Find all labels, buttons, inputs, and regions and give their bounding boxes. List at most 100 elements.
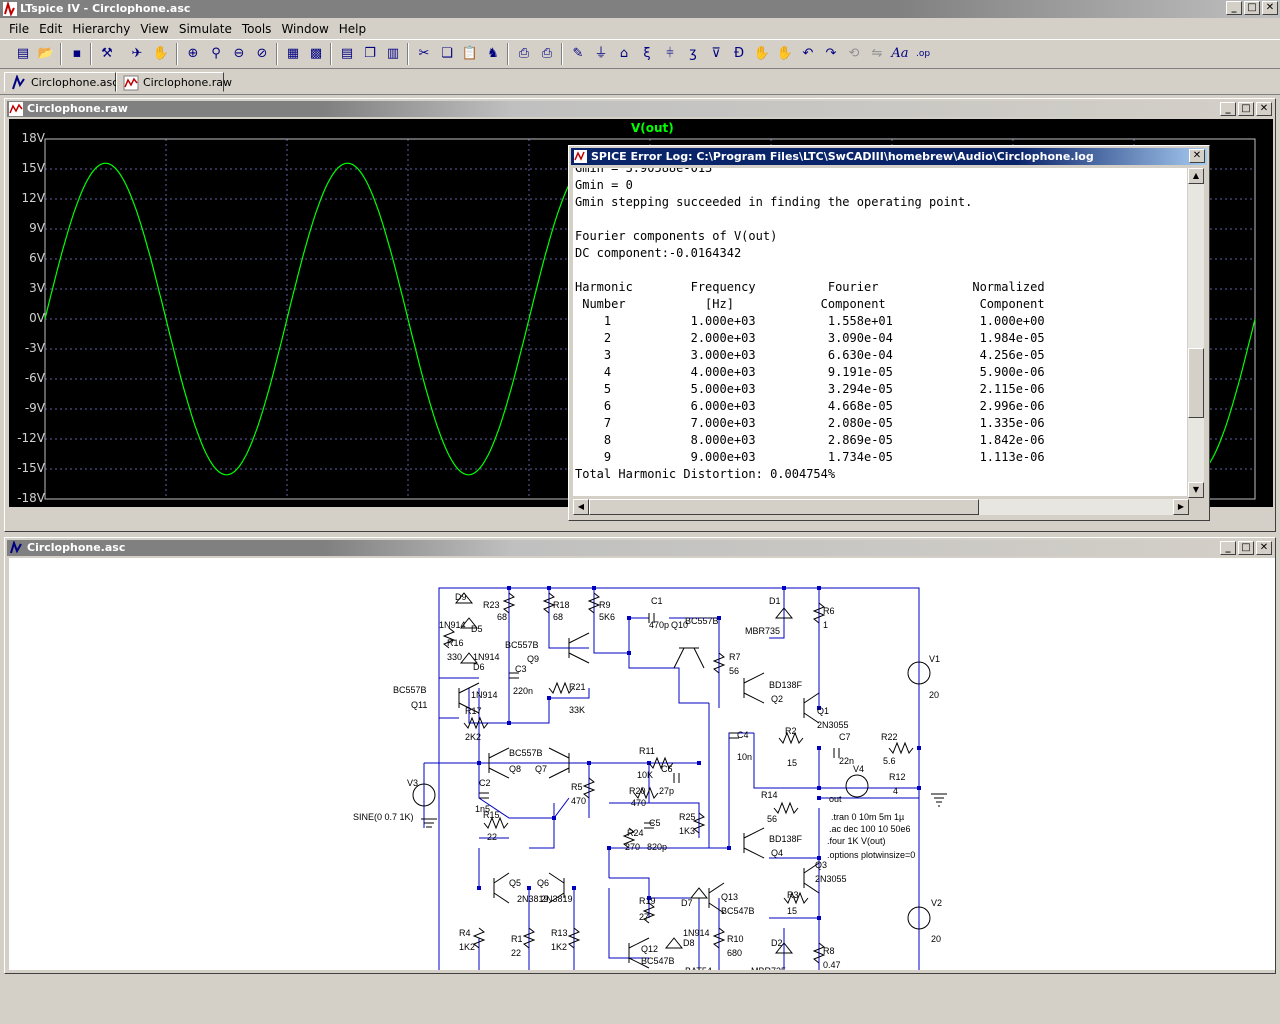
menu-edit[interactable]: Edit	[39, 21, 63, 36]
menu-help[interactable]: Help	[338, 21, 367, 36]
minimize-button[interactable]: _	[1226, 1, 1242, 15]
schematic-maximize-button[interactable]: □	[1238, 541, 1254, 555]
menu-tools[interactable]: Tools	[241, 21, 272, 36]
redo-icon[interactable]: ↷	[825, 46, 837, 61]
ltspice-logo-icon	[3, 2, 17, 16]
waveform-icon	[9, 102, 23, 116]
scroll-left-arrow-icon[interactable]: ◀	[573, 499, 589, 515]
waveform-minimize-button[interactable]: _	[1220, 102, 1236, 116]
schematic-label: out	[829, 794, 842, 804]
run-icon[interactable]: ✈	[131, 46, 143, 61]
schematic-label: 68	[497, 612, 507, 622]
schematic-label: R11	[639, 746, 655, 756]
schematic-label: 10n	[737, 752, 752, 762]
schematic-label: 1N914	[471, 690, 498, 700]
mirror-icon[interactable]: ⇋	[871, 46, 883, 61]
horizontal-scroll-thumb[interactable]	[589, 499, 979, 515]
move-icon[interactable]: ✋	[753, 46, 771, 61]
open-icon[interactable]: 📂	[37, 46, 55, 61]
schematic-window-title: Circlophone.asc	[27, 541, 126, 554]
schematic-label: Q11	[411, 700, 427, 710]
capacitor-icon[interactable]: ⫩	[666, 46, 674, 61]
resistor-icon[interactable]: ξ	[643, 46, 651, 61]
copy-icon[interactable]: ❏	[441, 46, 453, 61]
print-icon[interactable]: ⎙	[541, 46, 553, 61]
schematic-label: 2N3819	[517, 894, 549, 904]
vertical-scroll-thumb[interactable]	[1188, 348, 1204, 418]
menu-window[interactable]: Window	[281, 21, 329, 36]
schematic-label: BC557B	[393, 685, 427, 695]
halt-icon[interactable]: ✋	[152, 46, 170, 61]
inductor-icon[interactable]: ʒ	[689, 46, 697, 61]
zoom-out-icon[interactable]: ⊖	[233, 46, 245, 61]
trace-label[interactable]: V(out)	[631, 121, 674, 135]
maximize-button[interactable]: □	[1244, 1, 1260, 15]
scroll-down-arrow-icon[interactable]: ▼	[1188, 482, 1204, 498]
waveform-window-title-bar: Circlophone.raw _ □ ✕	[7, 101, 1273, 117]
schematic-label: R23	[483, 600, 500, 610]
pan-icon[interactable]: ⚲	[211, 46, 221, 61]
schematic-label: V4	[853, 764, 864, 774]
wire-icon[interactable]: ✎	[572, 46, 584, 61]
component-icon[interactable]: Ð	[733, 46, 745, 61]
zoom-in-icon[interactable]: ⊕	[187, 46, 199, 61]
schematic-label: 22	[511, 948, 521, 958]
schematic-label: 27p	[659, 786, 674, 796]
close-button[interactable]: ✕	[1262, 1, 1278, 15]
waveform-maximize-button[interactable]: □	[1238, 102, 1254, 116]
waveform-close-button[interactable]: ✕	[1256, 102, 1272, 116]
schematic-label: C7	[839, 732, 851, 742]
error-log-close-button[interactable]: ✕	[1189, 149, 1205, 163]
y-tick-label: 9V	[29, 221, 45, 235]
paste-icon[interactable]: 📋	[461, 46, 479, 61]
schematic-label: 2N3055	[815, 874, 847, 884]
menu-hierarchy[interactable]: Hierarchy	[72, 21, 131, 36]
find-icon[interactable]: ♞	[487, 46, 499, 61]
error-log-horizontal-scrollbar[interactable]: ◀ ▶	[573, 499, 1189, 515]
undo-icon[interactable]: ↶	[802, 46, 814, 61]
error-log-text-area[interactable]: Gmin = 3.90588e-013 Gmin = 0 Gmin steppi…	[573, 168, 1187, 496]
schematic-close-button[interactable]: ✕	[1256, 541, 1272, 555]
print-setup-icon[interactable]: ⎙	[518, 46, 530, 61]
schematic-label: 470	[571, 796, 586, 806]
schematic-label: 22	[487, 832, 497, 842]
cut-icon[interactable]: ✂	[418, 46, 430, 61]
waveform-window-title: Circlophone.raw	[27, 102, 128, 115]
zoom-full-icon[interactable]: ⊘	[256, 46, 268, 61]
schematic-label: C1	[651, 596, 663, 606]
ground-icon[interactable]: ⏚	[594, 46, 608, 61]
tab-waveform[interactable]: Circlophone.raw	[116, 72, 232, 92]
spice-directive-icon[interactable]: .op	[915, 49, 931, 59]
autorange-icon[interactable]: ▦	[286, 46, 300, 61]
diode-icon[interactable]: ⊽	[711, 46, 721, 61]
schematic-label: 680	[727, 948, 742, 958]
rotate-icon[interactable]: ⟲	[848, 46, 860, 61]
drag-icon[interactable]: ✋	[776, 46, 794, 61]
menu-simulate[interactable]: Simulate	[178, 21, 232, 36]
save-icon[interactable]: ▪	[72, 46, 82, 61]
error-log-vertical-scrollbar[interactable]: ▲ ▼	[1188, 168, 1204, 498]
tile-vertical-icon[interactable]: ▥	[386, 46, 400, 61]
error-log-line: 2 2.000e+03 3.090e-04 1.984e-05	[603, 331, 1045, 345]
toolbar-separator	[60, 43, 62, 65]
schematic-label: R24	[627, 828, 644, 838]
delete-trace-icon[interactable]: ▩	[309, 46, 323, 61]
menu-view[interactable]: View	[140, 21, 169, 36]
scroll-right-arrow-icon[interactable]: ▶	[1173, 499, 1189, 515]
scroll-up-arrow-icon[interactable]: ▲	[1188, 168, 1204, 184]
schematic-label: 470p	[649, 620, 669, 630]
schematic-label: 20	[931, 934, 941, 944]
new-schematic-icon[interactable]: ▤	[16, 46, 30, 61]
tab-schematic[interactable]: Circlophone.asc	[4, 72, 119, 92]
menu-file[interactable]: File	[9, 21, 30, 36]
tile-horizontal-icon[interactable]: ▤	[340, 46, 354, 61]
text-icon[interactable]: Aa	[891, 46, 909, 61]
cascade-icon[interactable]: ❐	[364, 46, 376, 61]
label-icon[interactable]: ⌂	[619, 46, 629, 61]
tab-schematic-label: Circlophone.asc	[31, 76, 119, 89]
schematic-label: 20	[929, 690, 939, 700]
schematic-minimize-button[interactable]: _	[1220, 541, 1236, 555]
control-panel-icon[interactable]: ⚒	[101, 46, 113, 61]
